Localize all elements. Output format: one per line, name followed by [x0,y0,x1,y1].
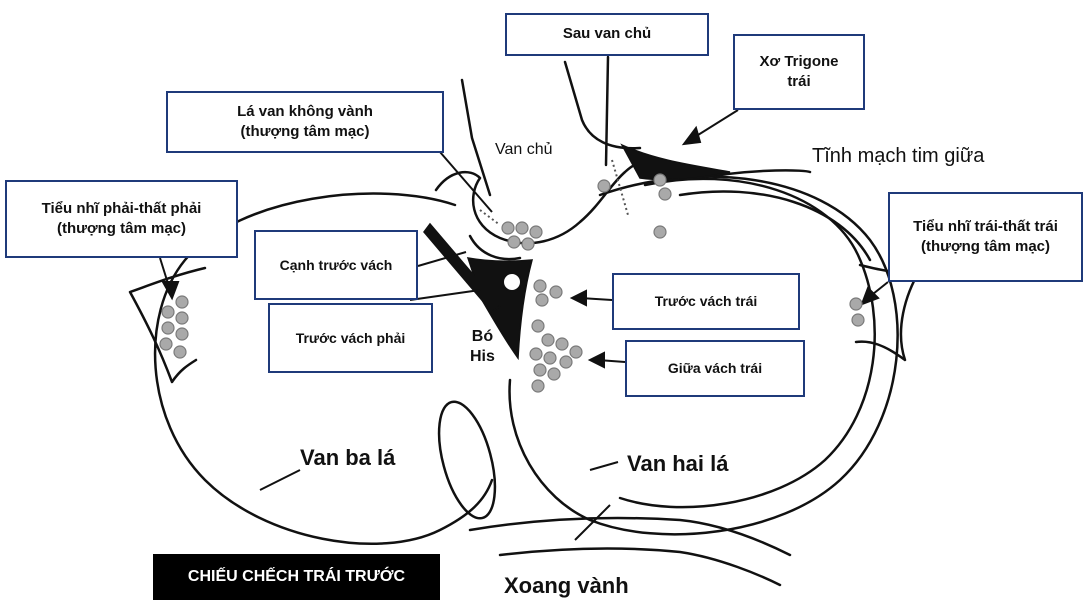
label-left-mid-septal: Giữa vách trái [625,340,805,397]
aorta-line-1 [462,80,490,195]
view-title: CHIẾU CHẾCH TRÁI TRƯỚC [153,554,440,600]
label-aortic-valve: Van chủ [495,140,553,160]
site-right-appendage-4 [162,322,174,334]
site-non-coronary-4 [508,236,520,248]
pointer-right-anterior [410,290,480,300]
site-post-aortic [598,180,610,192]
site-non-coronary-1 [502,222,514,234]
site-trigone-3 [654,226,666,238]
site-mid-3 [556,338,568,350]
site-left-appendage-2 [852,314,864,326]
site-mid-2 [542,334,554,346]
site-mid-1 [532,320,544,332]
site-left-appendage-1 [850,298,862,310]
label-left-fibrous-trigone: Xơ Trigone trái [733,34,865,110]
arrow-left-anterior [572,291,586,305]
arrow-left-appendage [862,288,878,304]
site-mid-4 [570,346,582,358]
label-middle-cardiac-vein: Tĩnh mạch tim giữa [812,144,984,169]
left-fibrous-trigone [622,145,730,180]
label-non-coronary-leaflet: Lá van không vành (thượng tâm mạc) [166,91,444,153]
site-right-appendage-1 [176,296,188,308]
site-mid-10 [532,380,544,392]
site-mid-7 [560,356,572,368]
arrow-left-trigone [684,128,700,144]
label-right-atrioventricular: Tiểu nhĩ phải-thất phải (thượng tâm mạc) [5,180,238,258]
label-tricuspid-valve: Van ba lá [300,444,395,472]
his-bundle-ring [503,273,521,291]
label-para-septal-anterior: Cạnh trước vách [254,230,418,300]
site-trigone-2 [659,188,671,200]
site-left-anterior-2 [550,286,562,298]
site-mid-5 [530,348,542,360]
site-mid-9 [548,368,560,380]
site-right-appendage-5 [176,328,188,340]
aortic-root [436,161,665,243]
site-right-appendage-2 [162,306,174,318]
site-left-anterior-1 [534,280,546,292]
label-left-atrioventricular: Tiểu nhĩ trái-thất trái (thượng tâm mạc) [888,192,1083,282]
site-non-coronary-5 [522,238,534,250]
site-non-coronary-2 [516,222,528,234]
label-coronary-sinus: Xoang vành [504,572,629,600]
dotted-non-coronary [480,210,500,225]
label-mitral-valve: Van hai lá [627,450,729,478]
label-his-bundle: Bó His [470,327,495,367]
site-mid-8 [534,364,546,376]
label-left-anterior-septal: Trước vách trái [612,273,800,330]
aorta-line-2 [565,62,640,148]
middle-cardiac-vein-tube [680,191,870,260]
post-aortic-line [606,57,608,165]
arrow-left-mid [590,353,604,367]
site-trigone-1 [654,174,666,186]
label-post-aortic: Sau van chủ [505,13,709,56]
pointer-mitral [590,462,618,470]
coronary-sinus-ostium [428,396,505,524]
pointer-tricuspid [260,470,300,490]
site-right-appendage-3 [176,312,188,324]
site-left-anterior-3 [536,294,548,306]
site-mid-6 [544,352,556,364]
site-right-appendage-7 [174,346,186,358]
site-non-coronary-3 [530,226,542,238]
site-right-appendage-6 [160,338,172,350]
pointer-coronary-sinus [575,505,610,540]
label-right-anterior-septal: Trước vách phải [268,303,433,373]
